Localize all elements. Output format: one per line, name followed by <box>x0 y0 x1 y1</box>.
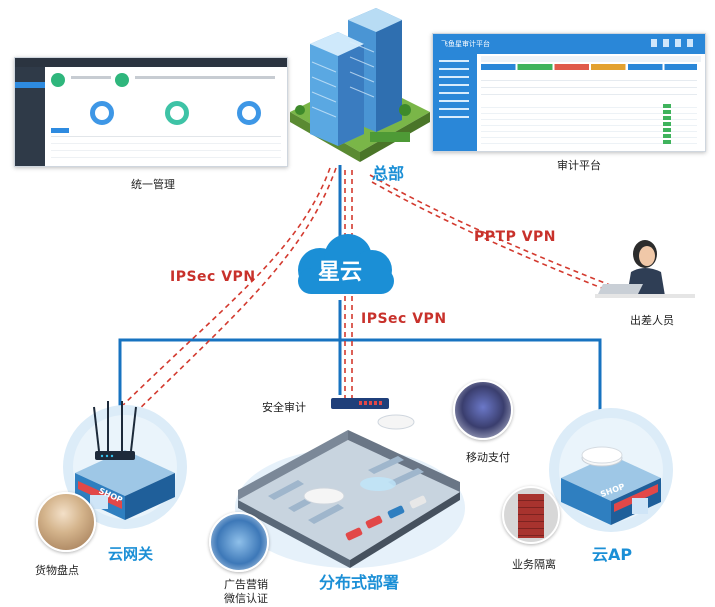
audit-title: 飞鱼星审计平台 <box>441 40 490 48</box>
ipsec-left-tunnel-b <box>127 167 337 421</box>
cloud-label: 星云 <box>318 260 363 285</box>
mgmt-donut-1 <box>90 101 114 125</box>
branch-bus-line <box>118 338 602 430</box>
mobile-pay-label: 移动支付 <box>466 451 510 464</box>
unified-mgmt-label: 统一管理 <box>131 178 175 191</box>
mgmt-status-dot-2 <box>115 73 129 87</box>
security-audit-label: 安全审计 <box>262 401 306 414</box>
mgmt-sidebar-active <box>15 82 45 88</box>
mgmt-text-line-2 <box>135 76 275 79</box>
distributed-label: 分布式部署 <box>319 573 400 592</box>
mgmt-text-line <box>71 76 111 79</box>
audit-table-status <box>663 104 671 146</box>
inventory-photo <box>36 492 96 552</box>
cloud-ap-shop <box>549 408 673 532</box>
mgmt-table <box>51 136 281 159</box>
mobile-pay-photo <box>453 380 513 440</box>
audit-header-icons <box>651 39 699 47</box>
cloud-gateway-shop <box>63 401 187 529</box>
mgmt-donut-3 <box>237 101 261 125</box>
audit-platform-screenshot: 飞鱼星审计平台 <box>432 33 706 152</box>
biz-isolation-label: 业务隔离 <box>512 558 556 571</box>
audit-filter-area <box>481 74 697 96</box>
mgmt-status-dot <box>51 73 65 87</box>
ad-marketing-photo <box>209 512 269 572</box>
ad-marketing-label: 广告营销 <box>224 578 268 591</box>
audit-tab-bar <box>481 56 701 62</box>
mgmt-topbar <box>15 58 287 67</box>
ipsec-vpn-center-label: IPSec VPN <box>361 311 447 327</box>
audit-sidebar-items <box>439 60 469 120</box>
security-audit-device <box>331 398 389 409</box>
audit-header <box>433 34 705 54</box>
hq-building <box>290 8 430 162</box>
audit-colored-tabs <box>481 64 697 70</box>
mgmt-donut-2 <box>165 101 189 125</box>
audit-table <box>481 102 697 148</box>
wechat-auth-label: 微信认证 <box>224 592 268 605</box>
pptp-vpn-label: PPTP VPN <box>474 229 557 245</box>
inventory-label: 货物盘点 <box>35 564 79 577</box>
traveler-label: 出差人员 <box>630 314 674 327</box>
ipsec-vpn-left-label: IPSec VPN <box>170 269 256 285</box>
audit-platform-label: 审计平台 <box>557 159 601 172</box>
biz-isolation-photo <box>502 486 560 544</box>
hq-label: 总部 <box>372 164 405 183</box>
mgmt-button <box>51 128 69 133</box>
cloud-gateway-label: 云网关 <box>108 545 154 563</box>
firewall-wall-icon <box>518 494 544 538</box>
cloud-ap-label: 云AP <box>592 545 633 564</box>
cloud-icon <box>298 234 394 294</box>
pptp-tunnel-b <box>371 181 613 293</box>
pptp-tunnel-a <box>369 174 611 286</box>
unified-mgmt-screenshot <box>14 57 288 167</box>
distributed-floorplan <box>235 414 465 568</box>
traveler-illustration <box>595 240 695 298</box>
